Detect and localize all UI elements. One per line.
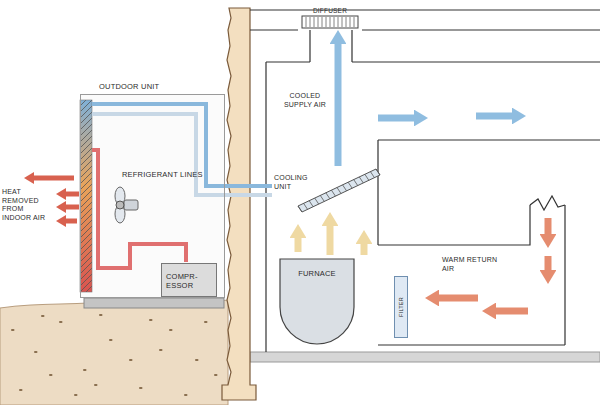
plenum-wall: [265, 62, 266, 352]
outdoor-unit: OUTDOOR UNITCOMPR- ESSOR: [80, 94, 225, 298]
condenser-coil: [80, 100, 92, 292]
grille-slat: [346, 17, 347, 27]
grille-slat: [318, 17, 319, 27]
fan-motor: [124, 200, 138, 210]
coil-fin: [304, 203, 308, 209]
air-filter: FILTER: [394, 276, 408, 338]
grille-slat: [354, 17, 355, 27]
coil-fin: [326, 193, 330, 199]
coil-fin: [370, 172, 374, 178]
node-label: FURNACE: [276, 269, 358, 278]
node-label: OUTDOOR UNIT: [99, 82, 209, 91]
grille-frame: [302, 16, 358, 28]
return-duct: [378, 205, 565, 345]
house-wall: [222, 8, 256, 400]
cooling-coil: COOLING UNIT: [272, 166, 382, 212]
node-label: COMPR- ESSOR: [166, 272, 210, 290]
heated-air-arrow: [327, 226, 334, 255]
duct-break: [530, 196, 565, 210]
ceiling-line: [250, 9, 600, 10]
coil-fin: [337, 188, 341, 194]
callout-label: WARM RETURN AIR: [442, 256, 504, 273]
heat-arrow: [66, 219, 77, 224]
heated-air-arrow: [295, 238, 302, 252]
coil-fin: [320, 195, 324, 201]
edge-label: REFRIGERANT LINES: [122, 170, 232, 179]
grille-slat: [334, 17, 335, 27]
grille-slat: [310, 17, 311, 27]
grille-slat: [330, 17, 331, 27]
heated-air-arrow: [361, 244, 368, 255]
cooled-air-arrow: [335, 44, 342, 166]
coil-fin: [309, 201, 313, 207]
coil-fin: [343, 185, 347, 191]
grille-slat: [326, 17, 327, 27]
heat-arrow: [66, 192, 79, 197]
edge-label: COOLED SUPPLY AIR: [280, 92, 330, 109]
coil-fin: [365, 174, 369, 180]
return-air-arrow: [439, 295, 478, 302]
refrigerant-pipe: [92, 114, 272, 195]
compressor-box: COMPR- ESSOR: [161, 263, 217, 297]
callout-label: HEAT REMOVED FROM INDOOR AIR: [2, 188, 52, 222]
grille-slat: [342, 17, 343, 27]
diffuser-grille: DIFFUSER: [298, 6, 362, 30]
fan-hub: [116, 201, 124, 209]
furnace: FURNACE: [276, 255, 358, 350]
supply-neck: [310, 30, 352, 62]
concrete-pad: [84, 298, 224, 308]
grille-slat: [338, 17, 339, 27]
ceiling-line: [250, 29, 600, 30]
condenser-coil-hatch: [80, 100, 92, 292]
coil-fin: [376, 169, 380, 175]
return-air-arrow: [545, 218, 552, 234]
ground: [0, 299, 228, 405]
refrigerant-line: [225, 184, 272, 188]
grille-slat: [306, 17, 307, 27]
heat-arrow: [34, 176, 74, 181]
node-label: FILTER: [398, 297, 405, 317]
heat-arrow: [66, 205, 79, 210]
coil-fin: [315, 198, 319, 204]
supply-duct: [266, 61, 600, 62]
grille-slat: [350, 17, 351, 27]
evaporator-coil: [298, 169, 380, 212]
return-air-arrow: [496, 308, 528, 315]
coil-fin: [331, 190, 335, 196]
coil-fin: [298, 206, 302, 212]
supply-air-arrow: [476, 113, 512, 120]
coil-fin: [354, 180, 358, 186]
ground-speckles: [12, 315, 217, 395]
coil-fin: [348, 182, 352, 188]
return-air-arrow: [545, 256, 552, 270]
node-label: DIFFUSER: [298, 7, 362, 15]
coil-fin: [359, 177, 363, 183]
floor-slab: [250, 352, 600, 362]
supply-air-arrow: [378, 115, 414, 122]
supply-duct: [378, 140, 600, 245]
grille-slat: [314, 17, 315, 27]
node-label: COOLING UNIT: [274, 174, 320, 191]
grille-slat: [322, 17, 323, 27]
hot-gas-pipe: [92, 150, 186, 268]
